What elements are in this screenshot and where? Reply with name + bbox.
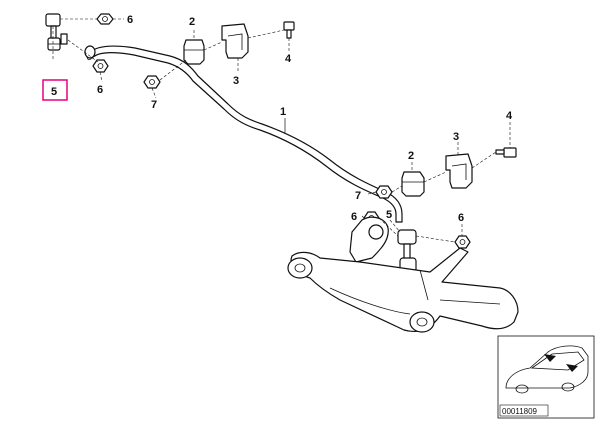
callout-6-right[interactable]: 6 <box>458 212 464 224</box>
rubber-mount-right[interactable] <box>401 171 425 197</box>
car-thumbnail <box>505 345 589 394</box>
bolt-top[interactable] <box>283 21 295 39</box>
callout-1[interactable]: 1 <box>280 106 286 118</box>
callout-6-mid[interactable]: 6 <box>351 211 357 223</box>
nut-right-mid[interactable] <box>375 185 393 199</box>
bracket-top[interactable] <box>221 23 249 59</box>
callout-3-right[interactable]: 3 <box>453 131 459 143</box>
reference-inset: 00011809 <box>497 335 595 419</box>
rubber-mount-top[interactable] <box>183 39 205 65</box>
stabilizer-bar[interactable] <box>84 45 403 223</box>
callout-2-top[interactable]: 2 <box>189 16 195 28</box>
callout-4-top[interactable]: 4 <box>285 53 292 65</box>
stabilizer-link-right[interactable] <box>397 229 417 273</box>
bracket-right[interactable] <box>445 153 473 189</box>
bolt-left[interactable] <box>60 33 68 45</box>
callout-6-topleft[interactable]: 6 <box>127 14 133 26</box>
callout-4-right[interactable]: 4 <box>506 110 513 122</box>
stabilizer-link-left[interactable] <box>45 13 61 51</box>
nut-top-left[interactable] <box>96 13 114 25</box>
nut-right-link-right[interactable] <box>454 235 471 249</box>
leader-lines <box>52 18 511 243</box>
callout-6-left[interactable]: 6 <box>97 84 103 96</box>
callout-3-top[interactable]: 3 <box>233 75 239 87</box>
callout-5-left[interactable]: 5 <box>51 86 57 98</box>
callout-5-right[interactable]: 5 <box>386 209 392 221</box>
reference-number: 00011809 <box>502 407 538 416</box>
bolt-right[interactable] <box>495 147 517 158</box>
highlight-box <box>42 79 68 101</box>
callout-7-right[interactable]: 7 <box>355 190 361 202</box>
callout-2-right[interactable]: 2 <box>408 150 414 162</box>
callout-7-left[interactable]: 7 <box>151 99 157 111</box>
nut-left-under[interactable] <box>92 59 109 73</box>
control-arm <box>287 216 519 333</box>
nut-top-mid[interactable] <box>143 75 161 89</box>
